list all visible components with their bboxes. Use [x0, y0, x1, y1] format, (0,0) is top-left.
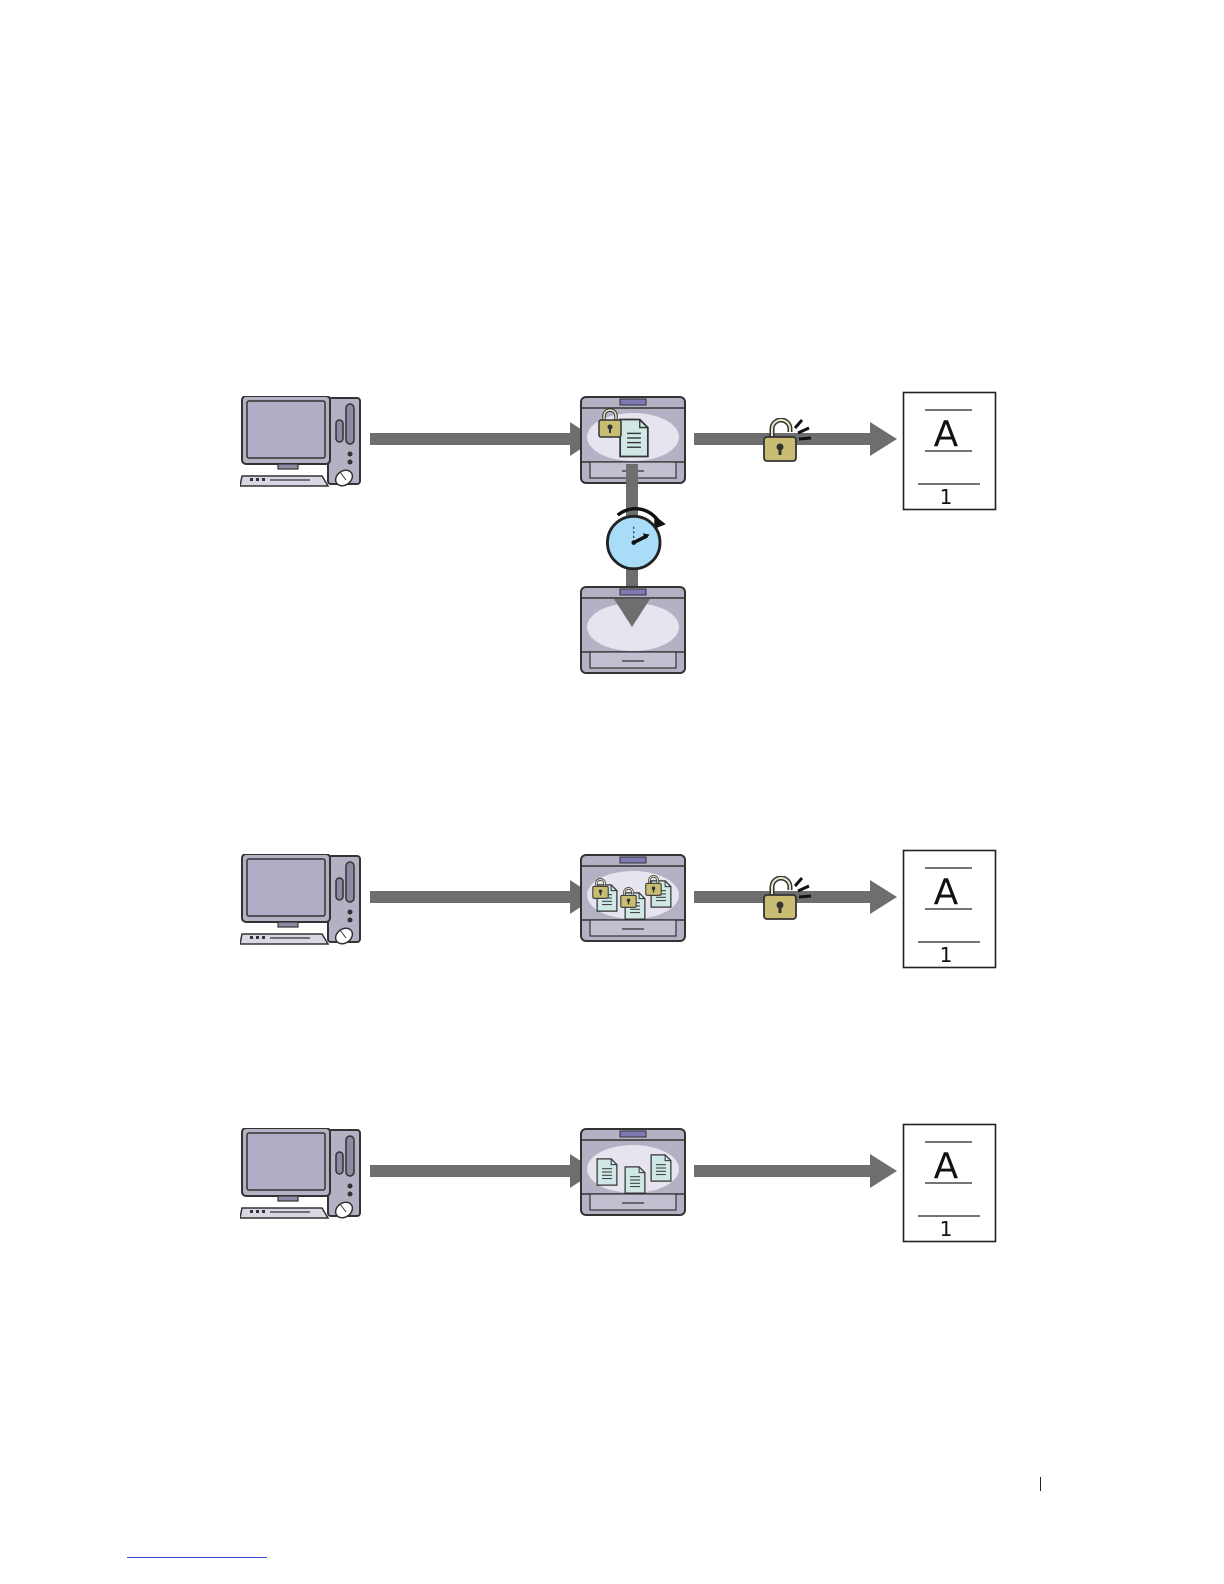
footer-link-underline	[127, 1557, 267, 1558]
document-icon	[620, 420, 648, 457]
arrow-computer-to-printer	[370, 880, 596, 914]
page-letter: A	[934, 872, 959, 913]
computer-icon	[240, 396, 360, 489]
arrow-printer-to-page	[694, 1154, 897, 1188]
printed-page-icon: A 1	[904, 1125, 996, 1242]
page-letter: A	[934, 414, 959, 455]
page-letter: A	[934, 1146, 959, 1187]
diagram-stored-print: A 1	[0, 1112, 1224, 1432]
timer-clock-icon	[607, 509, 665, 569]
printed-page-icon: A 1	[904, 851, 996, 968]
document-icon	[651, 1155, 671, 1181]
printed-page-icon: A 1	[904, 393, 996, 510]
diagram-timed-secure-print: A 1	[0, 380, 1224, 700]
page-number: 1	[940, 1217, 953, 1241]
page-number-rule	[1040, 1477, 1041, 1491]
arrow-computer-to-printer	[370, 1154, 596, 1188]
page-number: 1	[940, 485, 953, 509]
page-number: 1	[940, 943, 953, 967]
document-icon	[625, 1167, 645, 1193]
diagram-multiple-secure-print: A 1	[0, 838, 1224, 1158]
computer-icon	[240, 1128, 360, 1221]
arrow-computer-to-printer	[370, 422, 596, 456]
computer-icon	[240, 854, 360, 947]
document-icon	[597, 1159, 617, 1185]
